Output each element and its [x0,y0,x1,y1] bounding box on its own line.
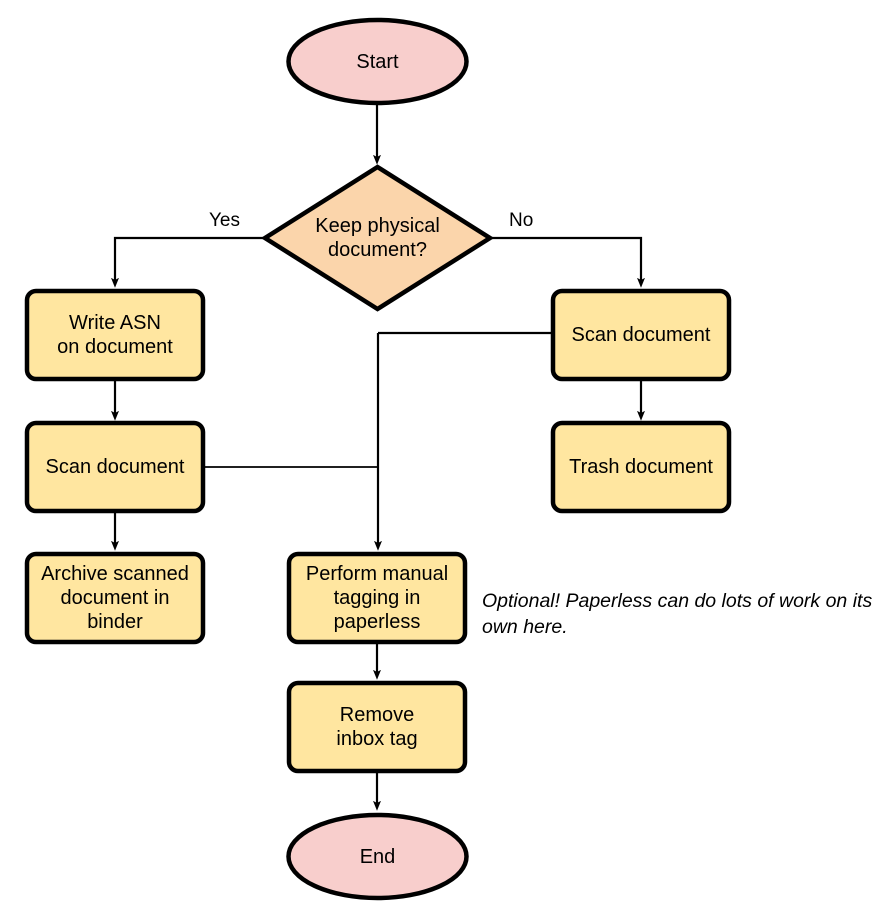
node-scan-right[interactable] [550,288,732,382]
edge-keep-physical-to-scan-right [491,236,645,288]
node-trash[interactable] [550,420,732,514]
node-end[interactable] [286,812,469,901]
node-remove-inbox[interactable] [286,680,468,774]
node-keep-physical[interactable] [260,164,495,312]
edge-label-yes: Yes [209,210,240,231]
node-manual-tagging[interactable] [286,551,468,645]
node-archive-binder[interactable] [24,551,206,645]
edge-label-no: No [509,210,534,231]
edge-keep-physical-to-write-asn [111,236,264,288]
node-scan-left[interactable] [24,420,206,514]
node-write-asn[interactable] [24,288,206,382]
optional-note: Optional! Paperless can do lots of work … [482,590,873,638]
node-start[interactable] [286,17,469,106]
